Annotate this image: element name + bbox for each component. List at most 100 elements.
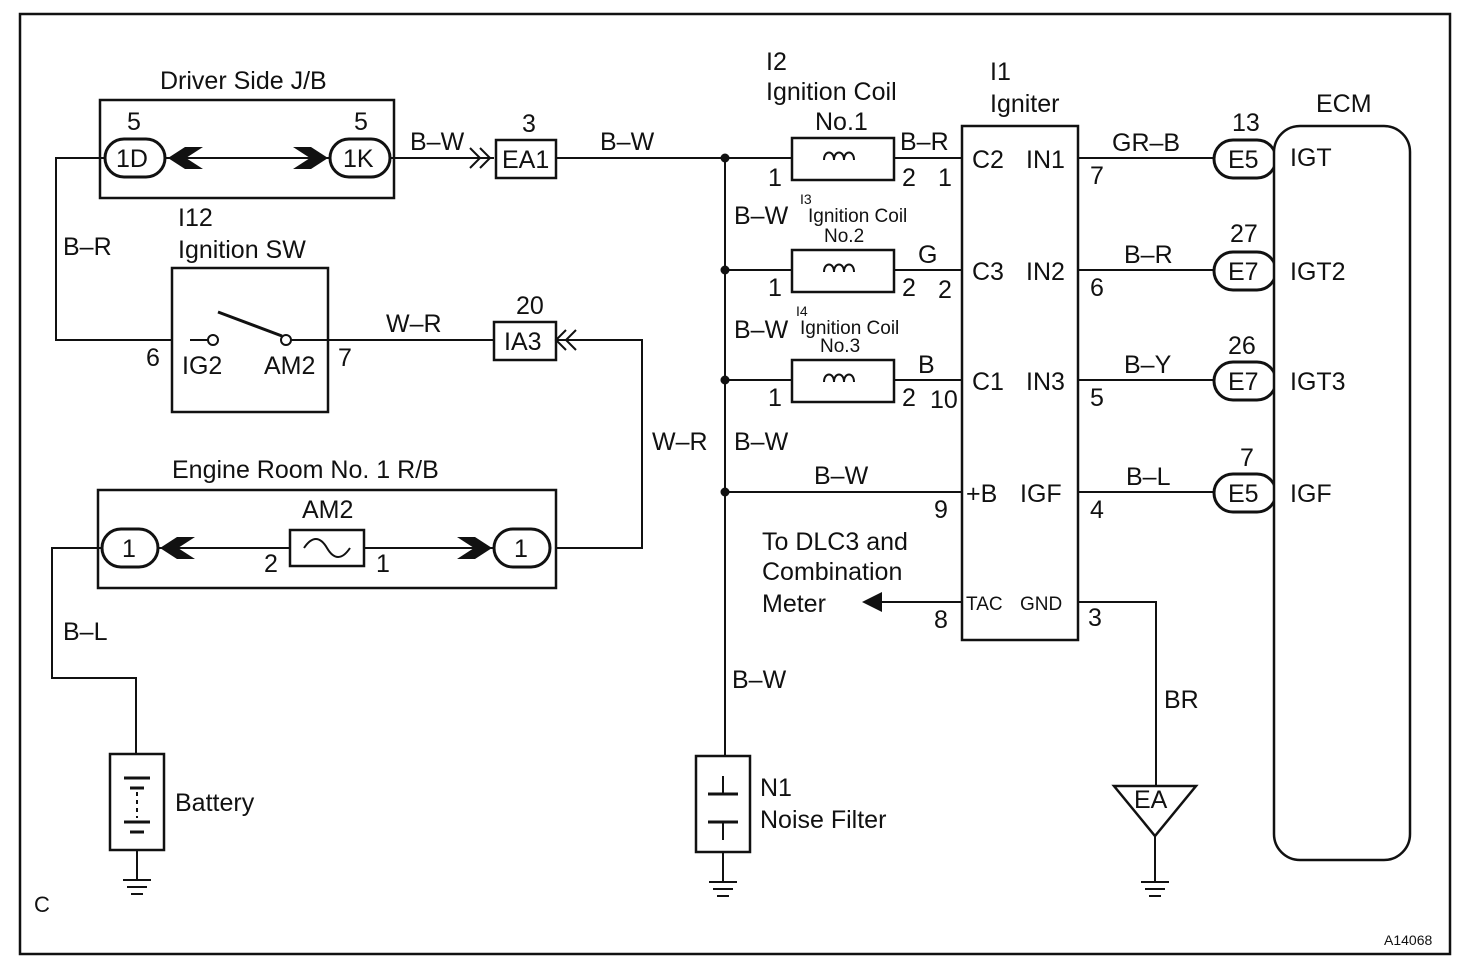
noise-filter-ref: N1 <box>760 774 792 802</box>
ignition-coil-3: I4 Ignition Coil No.3 1 2 <box>768 303 916 412</box>
coil3-ref: I4 <box>796 303 808 319</box>
rb-right-conn: 1 <box>514 535 528 563</box>
ground-ea: EA <box>1111 784 1199 897</box>
coil3-pin2: 2 <box>902 384 916 412</box>
corner-label: C <box>34 892 50 917</box>
battery-label: Battery <box>175 789 255 817</box>
connector-arrow-icon <box>160 537 195 559</box>
jb-left-pin: 5 <box>127 108 141 136</box>
sw-pin-right: 7 <box>338 344 352 372</box>
ignition-coil-2: I3 Ignition Coil No.2 1 2 <box>768 191 916 302</box>
ground-ea-label: EA <box>1134 786 1168 814</box>
coil1-pin2: 2 <box>902 164 916 192</box>
igniter-num-c2: 1 <box>938 164 952 192</box>
ecm-pin-igt: IGT <box>1290 144 1332 172</box>
rb-left-conn: 1 <box>122 535 136 563</box>
dlc-line2: Combination <box>762 558 902 586</box>
ecm-conn-igt3-label: E7 <box>1228 368 1259 396</box>
coil3-title: Ignition Coil <box>800 318 899 339</box>
coil-icon <box>823 151 855 161</box>
connector-arrow-icon <box>168 147 203 169</box>
igniter-num-in3: 5 <box>1090 384 1104 412</box>
ignition-switch: I12 Ignition SW IG2 AM2 6 7 <box>146 204 352 414</box>
coil2-title: Ignition Coil <box>808 206 907 227</box>
dlc-line3: Meter <box>762 590 826 618</box>
ecm-pin-igf: IGF <box>1290 480 1332 508</box>
fuse-icon <box>303 538 351 558</box>
coil2-ref: I3 <box>800 191 812 207</box>
chevron-icon <box>479 147 492 169</box>
coil2-pin2: 2 <box>902 274 916 302</box>
sw-pin-left: 6 <box>146 344 160 372</box>
coil1-title: Ignition Coil <box>766 78 897 106</box>
ground-icon <box>123 879 151 895</box>
connector-arrow-icon <box>293 147 328 169</box>
connector-1k-label: 1K <box>343 145 374 173</box>
ecm-num-igt2: 27 <box>1230 220 1258 248</box>
igniter-pin-in2: IN2 <box>1026 258 1065 286</box>
driver-side-jb: Driver Side J/B 5 5 1D 1K <box>98 67 396 200</box>
connector-arrow-icon <box>457 537 492 559</box>
coil2-sub: No.2 <box>824 226 864 247</box>
ecm-num-igt: 13 <box>1232 109 1260 137</box>
ecm-pin-igt3: IGT3 <box>1290 368 1346 396</box>
igniter-pin-plusb: +B <box>966 480 997 508</box>
wire-label-battery: B–L <box>63 618 108 646</box>
coil1-pin1: 1 <box>768 164 782 192</box>
wire-label-bus-b: B–W <box>734 316 789 344</box>
coil3-pin1: 1 <box>768 384 782 412</box>
igniter-pin-in3: IN3 <box>1026 368 1065 396</box>
wire-label-igf: B–L <box>1126 463 1171 491</box>
igniter-pin-tac: TAC <box>966 594 1003 615</box>
wire-label-coil2: G <box>918 241 937 269</box>
ignition-sw-title: Ignition SW <box>178 236 306 264</box>
fuse-am2-label: AM2 <box>302 496 353 524</box>
wire-label-in2: B–R <box>1124 241 1173 269</box>
engine-rb-title: Engine Room No. 1 R/B <box>172 456 439 484</box>
igniter: I1 Igniter C2 C3 C1 +B TAC IN1 IN2 IN3 I… <box>930 58 1104 642</box>
ecm-num-igf: 7 <box>1240 444 1254 472</box>
igniter-num-igf: 4 <box>1090 496 1104 524</box>
igniter-pin-gnd: GND <box>1020 594 1062 615</box>
switch-blade <box>217 310 283 338</box>
ground-icon <box>709 881 737 897</box>
ecm-conn-igf-label: E5 <box>1228 480 1259 508</box>
fuse-pin-right: 1 <box>376 550 390 578</box>
ecm-conn-igt-label: E5 <box>1228 146 1259 174</box>
wire-label-bus: B–W <box>734 202 789 230</box>
battery: Battery <box>108 752 255 895</box>
ecm: ECM IGT IGT2 IGT3 IGF <box>1272 90 1412 862</box>
wire-label-sw-ia3: W–R <box>386 310 442 338</box>
wire-label-gnd: BR <box>1164 686 1199 714</box>
igniter-title: Igniter <box>990 90 1059 118</box>
ignition-coil-1: I2 Ignition Coil No.1 1 2 <box>766 48 916 192</box>
ecm-pin-igt2: IGT2 <box>1290 258 1346 286</box>
ea1-label: EA1 <box>502 146 549 174</box>
connector-1d-label: 1D <box>116 145 148 173</box>
igniter-num-in1: 7 <box>1090 162 1104 190</box>
ea1-pin: 3 <box>522 110 536 138</box>
coil1-sub: No.1 <box>815 108 868 136</box>
noise-filter-label: Noise Filter <box>760 806 886 834</box>
arrow-left-icon <box>862 592 882 612</box>
wire-label-jb-ea1: B–W <box>410 128 465 156</box>
igniter-ref: I1 <box>990 58 1011 86</box>
igniter-num-c1: 10 <box>930 386 958 414</box>
wire-label-coil1: B–R <box>900 128 949 156</box>
igniter-pin-c2: C2 <box>972 146 1004 174</box>
igniter-num-plusb: 9 <box>934 496 948 524</box>
fuse-pin-left: 2 <box>264 550 278 578</box>
connector-ea1 <box>494 138 558 180</box>
noise-filter: N1 Noise Filter <box>694 754 886 897</box>
wire-label-coil3: B <box>918 351 935 379</box>
wire-label-plusb: B–W <box>814 462 869 490</box>
wire-label-left-drop: B–R <box>63 233 112 261</box>
coil-icon <box>823 263 855 273</box>
ia3-pin: 20 <box>516 292 544 320</box>
ig2-label: IG2 <box>182 352 222 380</box>
ecm-num-igt3: 26 <box>1228 332 1256 360</box>
ia3-label: IA3 <box>504 328 542 356</box>
engine-room-rb: Engine Room No. 1 R/B 1 1 AM2 2 1 <box>96 456 558 590</box>
wire-label-in3: B–Y <box>1124 351 1172 379</box>
